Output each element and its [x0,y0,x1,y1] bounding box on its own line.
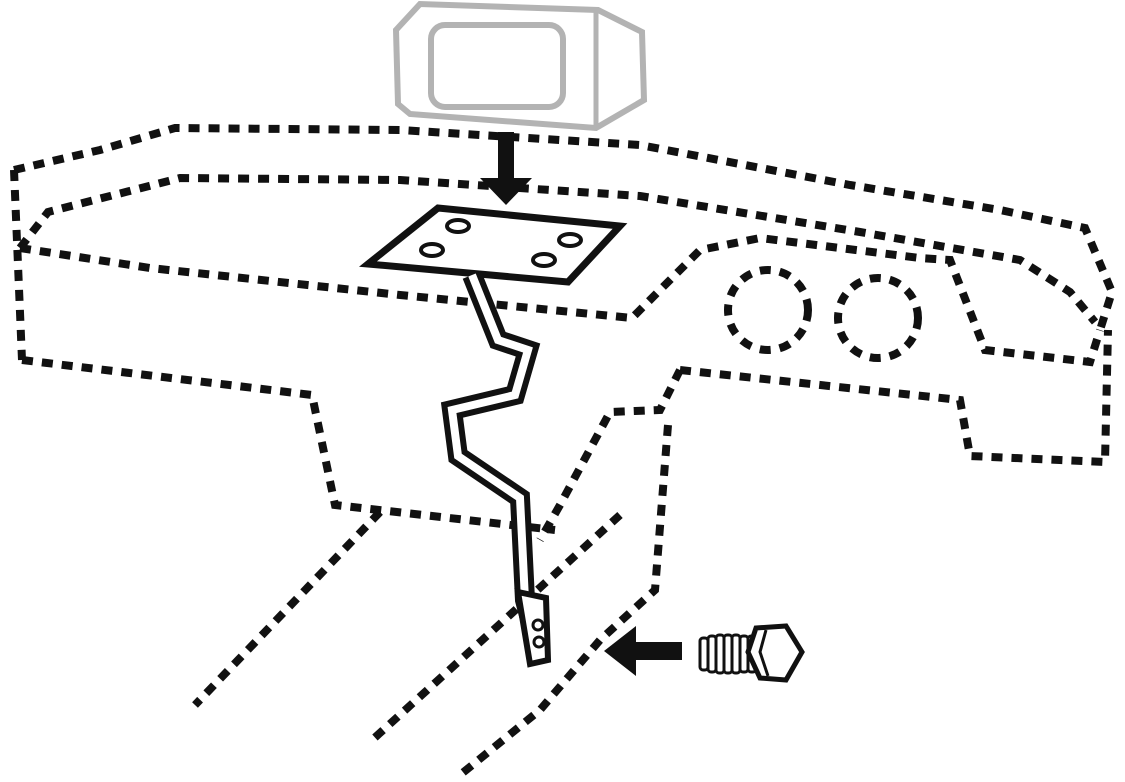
plate-hole-top-left [445,218,471,234]
bracket-foot-hole-lower [532,635,546,649]
bracket-arm-icon [440,271,552,668]
bolt-head-facet [758,629,770,677]
bolt-icon [698,623,805,683]
dashboard-lower-right [679,329,1112,467]
plate-hole-bottom-left [419,242,445,258]
left-arrow-icon [604,626,682,676]
floor-line-middle [367,512,623,745]
floor-line-left [192,509,383,708]
plate-hole-top-right [557,232,583,248]
mounting-plate-body [359,204,628,286]
bracket-arm-inner [447,273,542,652]
right-vent-outline [834,274,922,362]
down-arrow-icon [480,132,532,205]
bolt-threads [698,633,758,675]
dashboard-top-outer-edge [13,123,1117,332]
dashboard-top-inner-edge [16,173,1099,325]
gauge-device-icon [392,0,648,132]
bolt-head [745,623,805,683]
center-console-edge [536,368,684,542]
mounting-plate-icon [359,204,628,286]
left-vent-outline [724,266,812,354]
dashboard-left-side [10,169,26,361]
dashboard-lower-left [21,356,556,534]
device-screen [428,22,566,110]
bracket-foot-hole-upper [531,618,545,632]
center-console-side [457,424,672,779]
dashboard-outline [10,123,1117,779]
plate-hole-bottom-right [531,252,557,268]
